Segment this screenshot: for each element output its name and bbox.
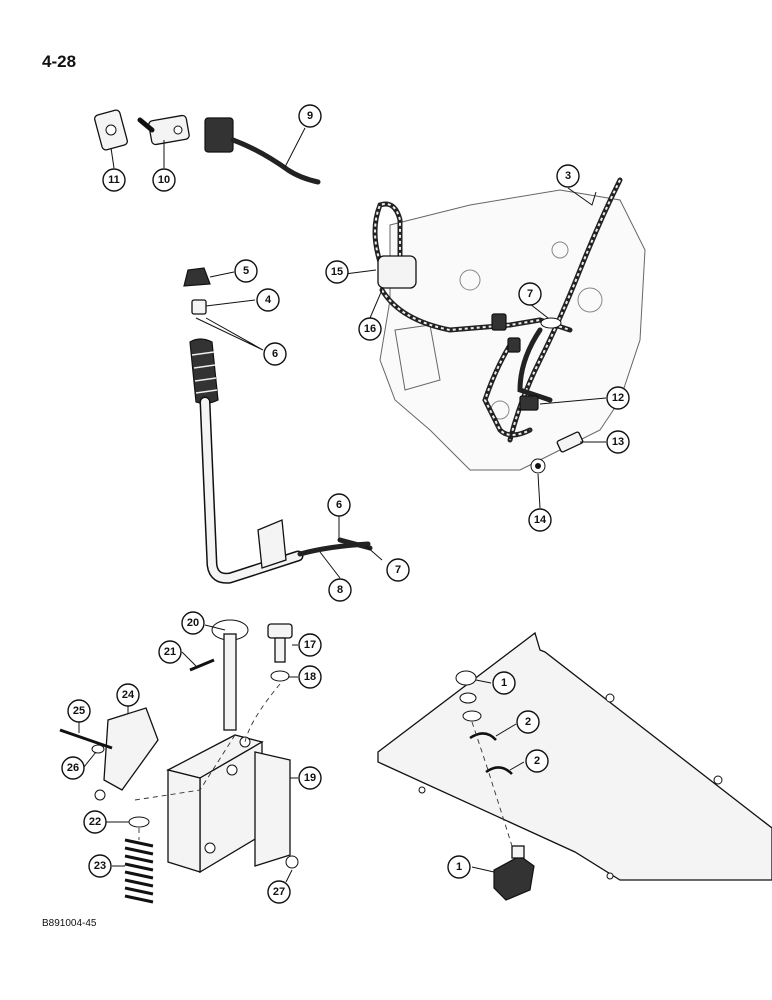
callout-17: 17 (298, 633, 322, 657)
callout-5: 5 (234, 259, 258, 283)
callout-label: 1 (456, 861, 462, 873)
callout-label: 23 (94, 860, 106, 872)
callout-label: 8 (337, 584, 343, 596)
callout-label: 6 (336, 499, 342, 511)
leader-lines (78, 127, 607, 883)
callout-label: 21 (164, 646, 176, 658)
callout-23: 23 (88, 854, 112, 878)
mounting-bracket-19 (166, 734, 291, 874)
callout-label: 2 (525, 716, 531, 728)
lever-knob (183, 267, 211, 287)
callout-6-lower: 6 (327, 493, 351, 517)
callout-label: 26 (67, 762, 79, 774)
harness-clip (540, 317, 562, 329)
callout-label: 6 (272, 348, 278, 360)
knob-switch (191, 299, 207, 315)
callout-15: 15 (325, 260, 349, 284)
washer-22 (128, 816, 150, 828)
callout-label: 3 (565, 170, 571, 182)
callout-label: 7 (395, 564, 401, 576)
floor-plate (377, 631, 772, 881)
actuator-rod-20 (211, 619, 249, 731)
seat-switch (493, 845, 535, 901)
retaining-clips (469, 732, 513, 775)
callout-1-lower: 1 (447, 855, 471, 879)
callout-20: 20 (181, 611, 205, 635)
page-number: 4-28 (42, 52, 77, 71)
callout-2-upper: 2 (516, 710, 540, 734)
spring-23 (124, 838, 154, 904)
cap-screw-17 (267, 623, 293, 663)
screw-25 (59, 728, 113, 750)
callout-6-upper: 6 (263, 342, 287, 366)
callout-label: 20 (187, 617, 199, 629)
callout-label: 14 (534, 514, 547, 526)
nut-27 (285, 855, 299, 869)
lever-boot (189, 338, 219, 405)
callout-24: 24 (116, 683, 140, 707)
roll-pin-21 (189, 658, 215, 672)
callout-label: 24 (122, 689, 135, 701)
callout-label: 19 (304, 772, 316, 784)
callout-label: 16 (364, 323, 376, 335)
switch-connector-harness (204, 117, 321, 185)
callout-2-lower: 2 (525, 749, 549, 773)
figure-code: B891004-45 (42, 918, 97, 929)
lock-washer-18 (270, 670, 290, 682)
callout-label: 13 (612, 436, 624, 448)
pressure-switch (556, 431, 584, 453)
callout-26: 26 (61, 756, 85, 780)
callout-22: 22 (83, 810, 107, 834)
callout-label: 22 (89, 816, 101, 828)
callout-3: 3 (556, 164, 580, 188)
callout-25: 25 (67, 699, 91, 723)
shift-lever-tube (199, 396, 373, 584)
callout-8: 8 (328, 578, 352, 602)
callout-12: 12 (606, 386, 630, 410)
callout-21: 21 (158, 640, 182, 664)
callout-label: 1 (501, 677, 507, 689)
callout-label: 11 (108, 174, 120, 186)
callout-label: 2 (534, 755, 540, 767)
ground-nut (530, 458, 546, 474)
callout-11: 11 (102, 168, 126, 192)
callout-9: 9 (298, 104, 322, 128)
callout-label: 7 (527, 288, 533, 300)
callout-4: 4 (256, 288, 280, 312)
toggle-switch (137, 114, 190, 146)
washer-26 (91, 744, 105, 754)
callout-label: 5 (243, 265, 249, 277)
callout-14: 14 (528, 508, 552, 532)
callout-label: 4 (265, 294, 272, 306)
callout-label: 18 (304, 671, 316, 683)
callout-label: 25 (73, 705, 85, 717)
callout-10: 10 (152, 168, 176, 192)
callout-19: 19 (298, 766, 322, 790)
seat-switch-plunger (455, 670, 482, 722)
callout-16: 16 (358, 317, 382, 341)
callout-1-upper: 1 (492, 671, 516, 695)
callout-7-upper: 7 (518, 282, 542, 306)
callout-label: 17 (304, 639, 316, 651)
micro-switch-24 (94, 707, 159, 801)
callout-7-lower: 7 (386, 558, 410, 582)
seat-belt-decal (94, 109, 128, 151)
callout-label: 9 (307, 110, 313, 122)
callout-18: 18 (298, 665, 322, 689)
callout-label: 10 (158, 174, 170, 186)
solenoid (377, 255, 417, 289)
callout-label: 27 (273, 886, 285, 898)
harness-connectors (491, 313, 539, 411)
callout-label: 15 (331, 266, 343, 278)
callout-27: 27 (267, 880, 291, 904)
callout-13: 13 (606, 430, 630, 454)
callout-label: 12 (612, 392, 624, 404)
